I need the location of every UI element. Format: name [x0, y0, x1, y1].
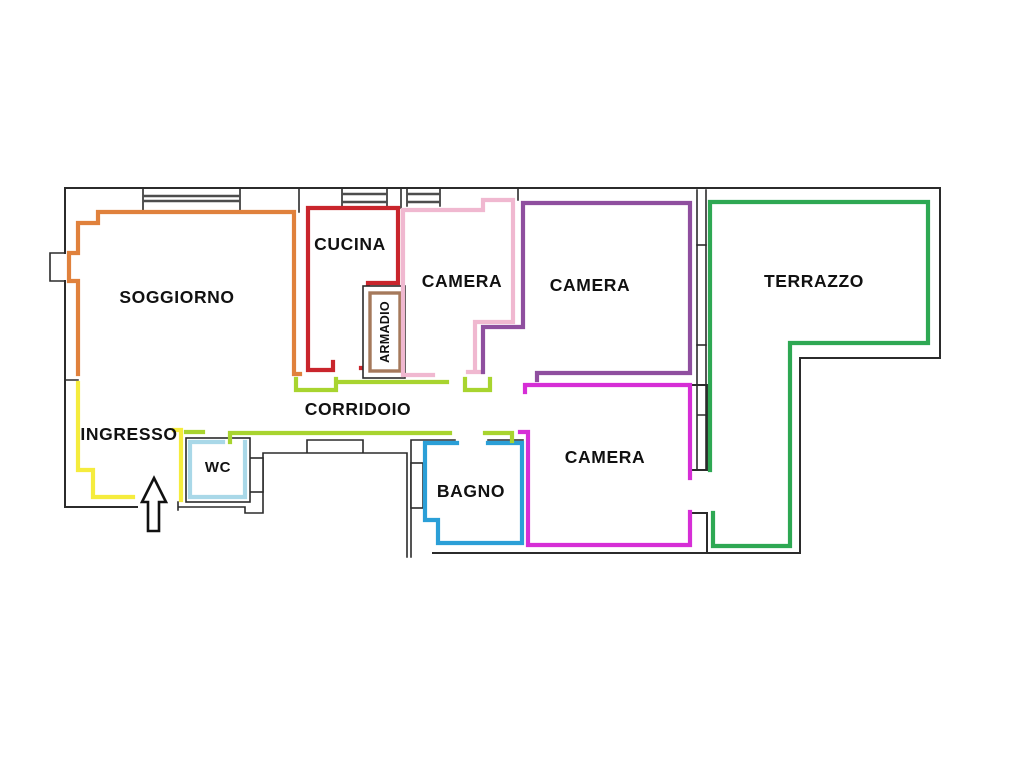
cucina-window — [342, 192, 387, 204]
terrazzo-outline — [707, 199, 931, 549]
ingresso-outline — [75, 380, 184, 503]
windows — [143, 192, 440, 204]
soggiorno-window — [143, 194, 240, 203]
left-wall-niche — [49, 252, 66, 282]
corridoio-label: CORRIDOIO — [305, 399, 412, 419]
camera1-window — [407, 192, 440, 204]
camera1-outline — [400, 197, 516, 378]
camera3-outline — [517, 382, 693, 548]
outer-wall — [64, 187, 941, 554]
room-labels: SOGGIORNO CUCINA CAMERA CAMERA TERRAZZO … — [80, 234, 864, 501]
camera3-label: CAMERA — [565, 447, 645, 467]
terrace-wall-lines — [696, 189, 707, 471]
interior-wall-stubs — [64, 187, 519, 381]
bagno-label: BAGNO — [437, 481, 505, 501]
entrance-arrow — [139, 475, 169, 533]
soggiorno-label: SOGGIORNO — [119, 287, 234, 307]
ingresso-label: INGRESSO — [80, 424, 177, 444]
armadio-label: ARMADIO — [378, 301, 392, 363]
bagno-outline — [422, 440, 525, 546]
terrace-window-frame — [696, 244, 707, 346]
camera2-label: CAMERA — [550, 275, 630, 295]
wc-outline — [187, 439, 248, 500]
camera2-outline — [480, 200, 693, 383]
terrazzo-label: TERRAZZO — [764, 271, 864, 291]
camera1-label: CAMERA — [422, 271, 502, 291]
wc-wall-box — [185, 437, 251, 503]
structural-walls — [49, 187, 941, 558]
wc-label: WC — [205, 459, 231, 476]
soggiorno-outline — [66, 209, 303, 377]
cucina-label: CUCINA — [314, 234, 386, 254]
landing-jamb-right — [410, 462, 424, 509]
corridoio-outline — [183, 376, 515, 445]
window-posts — [142, 187, 441, 211]
armadio-outline — [368, 291, 402, 373]
room-outlines — [66, 197, 931, 549]
